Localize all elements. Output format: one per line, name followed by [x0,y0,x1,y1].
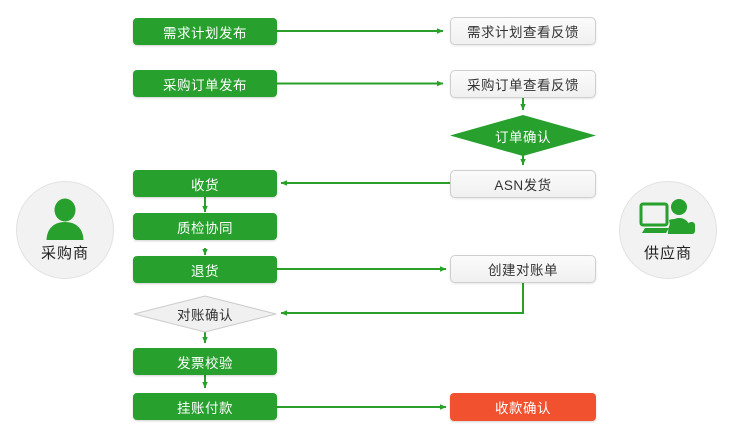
actor-buyer[interactable]: 采购商 [16,181,114,279]
node-receive-goods[interactable]: 收货 [133,170,277,197]
node-payable-payment[interactable]: 挂账付款 [133,393,277,420]
node-po-publish[interactable]: 采购订单发布 [133,70,277,97]
node-label: 发票校验 [177,355,233,371]
node-label: 挂账付款 [177,400,233,416]
node-po-feedback[interactable]: 采购订单查看反馈 [450,70,596,98]
node-label: 对账确认 [177,308,233,323]
node-create-statement[interactable]: 创建对账单 [450,255,596,283]
node-label: 采购订单查看反馈 [467,78,579,93]
node-label: 采购订单发布 [163,77,247,93]
node-demand-plan-publish[interactable]: 需求计划发布 [133,18,277,45]
node-label: 订单确认 [495,129,551,145]
node-label: 创建对账单 [488,263,558,278]
node-invoice-verify[interactable]: 发票校验 [133,348,277,375]
edge-statement-to-confirm [280,283,524,316]
diamond-shape [450,115,596,156]
node-label: 退货 [191,263,219,279]
node-statement-confirm[interactable]: 对账确认 [133,295,277,333]
actor-supplier[interactable]: 供应商 [619,181,717,279]
node-quality-collab[interactable]: 质检协同 [133,213,277,240]
node-label: ASN发货 [494,178,552,193]
node-asn-ship[interactable]: ASN发货 [450,170,596,198]
person-at-computer-icon [639,198,697,240]
actor-supplier-label: 供应商 [643,244,692,262]
node-order-confirm[interactable]: 订单确认 [450,115,596,156]
node-return-goods[interactable]: 退货 [133,256,277,283]
node-label: 质检协同 [177,220,233,236]
node-label: 需求计划发布 [163,25,247,41]
node-label: 需求计划查看反馈 [467,25,579,40]
node-label: 收货 [191,177,219,193]
person-icon [42,198,88,240]
node-label: 收款确认 [495,401,551,416]
actor-buyer-label: 采购商 [40,244,89,262]
node-payment-confirm[interactable]: 收款确认 [450,393,596,421]
node-demand-plan-feedback[interactable]: 需求计划查看反馈 [450,17,596,45]
